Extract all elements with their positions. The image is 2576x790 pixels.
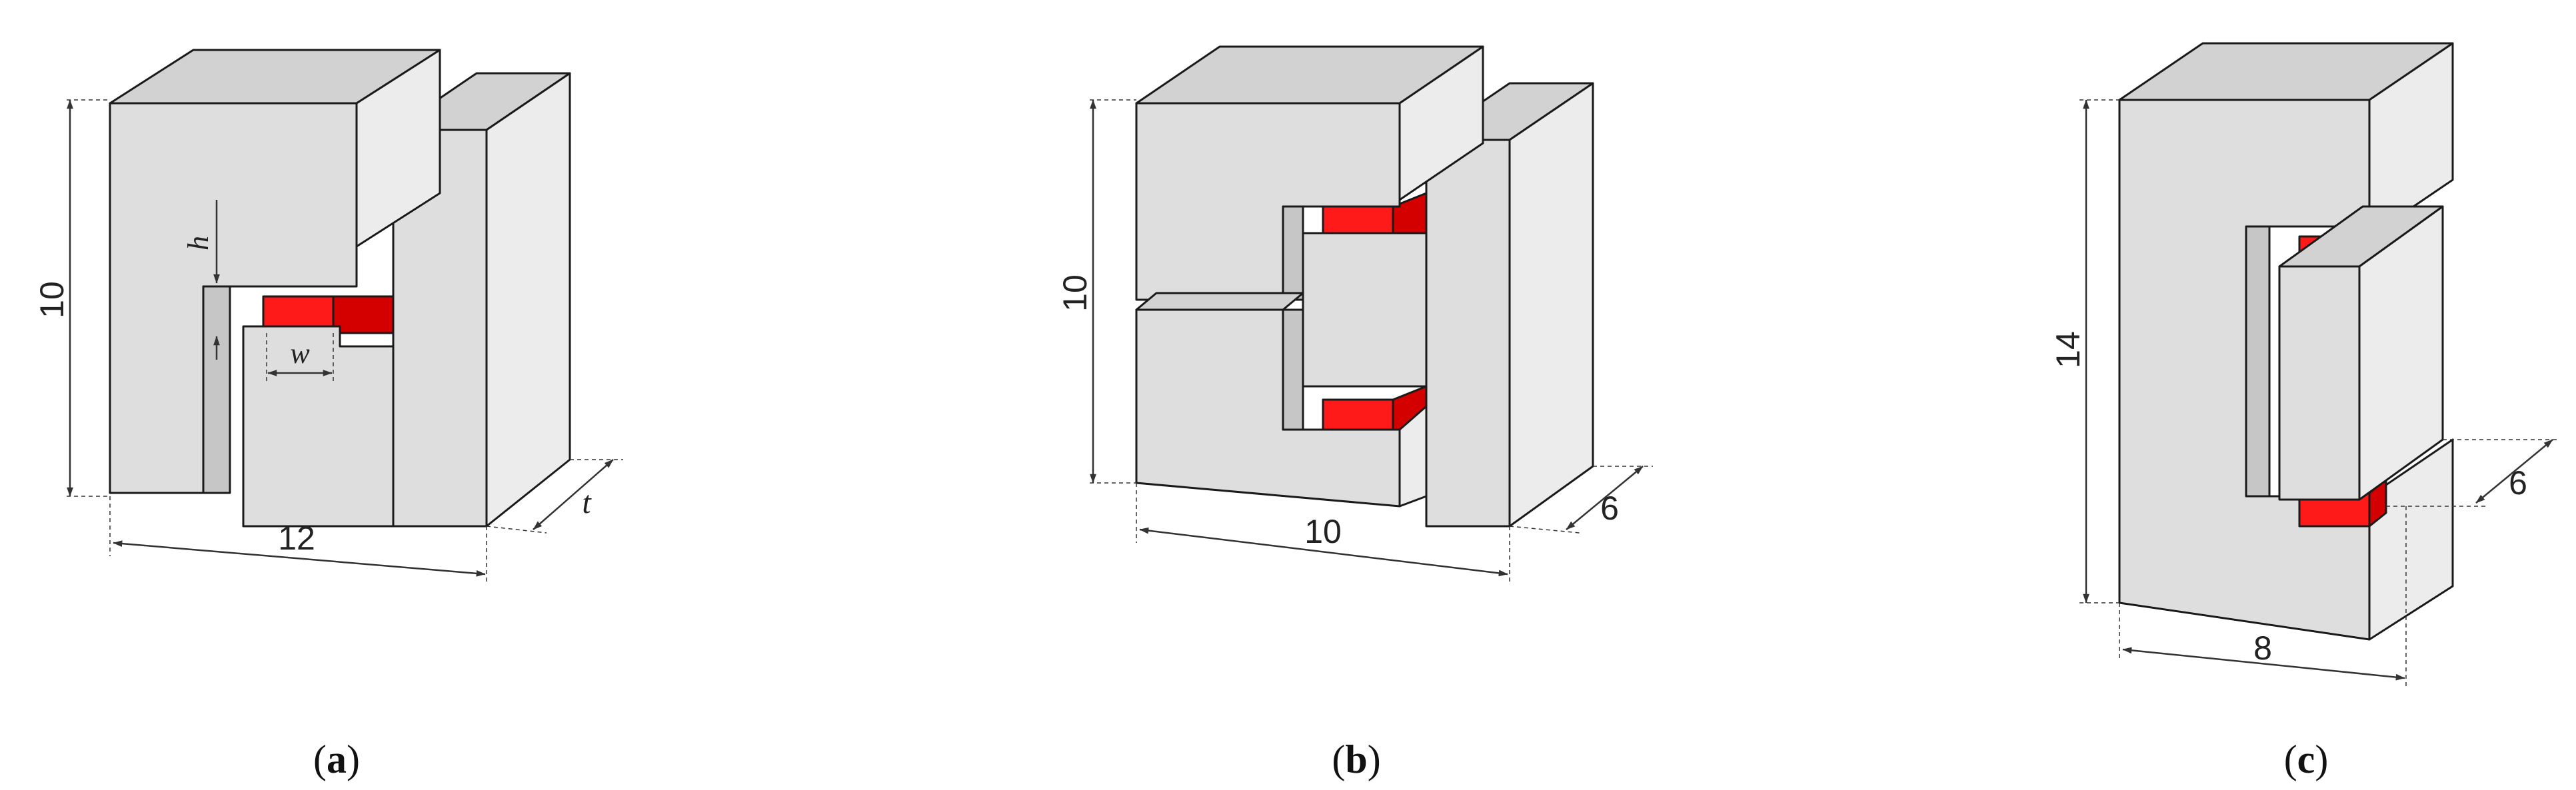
panel-b-upper-block [1135, 45, 1484, 301]
panel-b-caption: (b) [1332, 737, 1380, 781]
panel-c-width-label: 8 [2253, 629, 2272, 667]
panel-c-insert-bar [2278, 205, 2444, 501]
panel-a: 10 12 t h w (a) [33, 49, 623, 781]
panel-b-width-label: 10 [1304, 513, 1342, 550]
panel-b: 10 10 6 (b) [1056, 45, 1653, 781]
panel-a-caption: (a) [313, 737, 360, 781]
panel-a-lower-piece [242, 325, 395, 528]
panel-c-height-label: 14 [2049, 331, 2087, 368]
panel-c-air-gap-lower [2298, 478, 2387, 528]
panel-a-left-c-piece [109, 49, 441, 494]
panel-b-lower-block [1135, 292, 1428, 508]
panel-b-air-gap-upper [1322, 192, 1428, 234]
panel-a-height-label: 10 [33, 281, 71, 318]
panel-a-air-gap [262, 295, 395, 334]
panel-a-right-limb [392, 72, 571, 528]
panel-a-width-label: 12 [278, 520, 315, 557]
panel-a-gap-height-label: h [182, 236, 215, 250]
panel-c-depth-label: 6 [2509, 464, 2527, 502]
panel-b-height-label: 10 [1056, 274, 1094, 312]
panel-c: 14 8 6 (c) [2049, 42, 2559, 781]
panel-b-middle-piece [1302, 232, 1428, 388]
panel-a-gap-width-label: w [290, 337, 310, 370]
panel-a-depth-label: t [582, 485, 592, 520]
panel-b-depth-label: 6 [1600, 490, 1619, 527]
panel-c-caption: (c) [2284, 737, 2329, 781]
